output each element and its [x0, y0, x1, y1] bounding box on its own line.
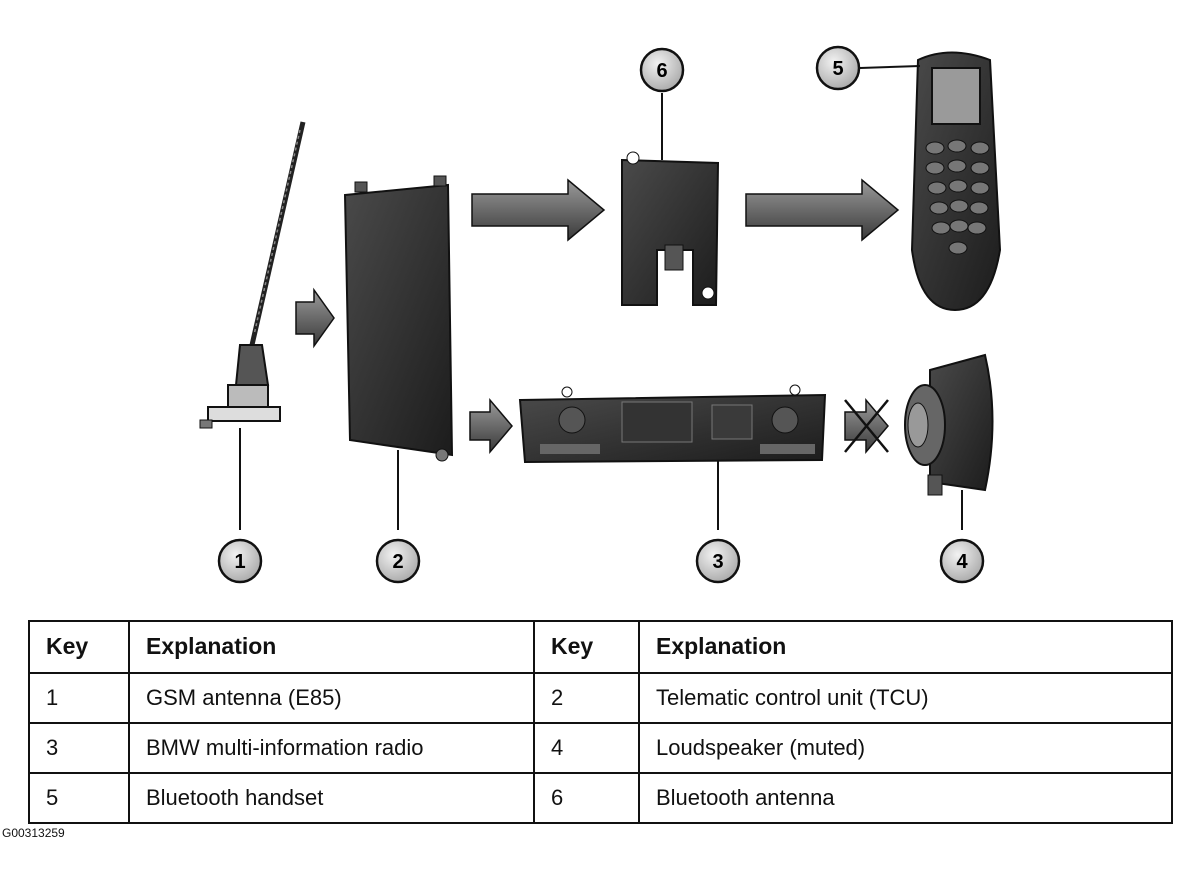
svg-text:6: 6: [656, 60, 667, 82]
header-explanation-left: Explanation: [128, 620, 535, 674]
explanation-cell: Loudspeaker (muted): [638, 721, 1173, 774]
svg-text:5: 5: [832, 58, 843, 80]
explanation-cell: GSM antenna (E85): [128, 671, 535, 724]
header-key-right: Key: [533, 620, 640, 674]
explanation-cell: BMW multi-information radio: [128, 721, 535, 774]
key-cell: 1: [28, 671, 130, 724]
bluetooth-antenna-illustration: [621, 93, 720, 306]
table-row: 1 GSM antenna (E85) 2 Telematic control …: [28, 671, 1173, 724]
arrow-tcu-to-bt-antenna: [471, 178, 606, 242]
header-key-left: Key: [28, 620, 130, 674]
table-row: 3 BMW multi-information radio 4 Loudspea…: [28, 721, 1173, 774]
key-cell: 4: [533, 721, 640, 774]
table-row: 5 Bluetooth handset 6 Bluetooth antenna: [28, 771, 1173, 825]
explanation-cell: Telematic control unit (TCU): [638, 671, 1173, 724]
key-cell: 2: [533, 671, 640, 724]
callout-1: 1: [217, 538, 263, 584]
svg-text:2: 2: [392, 551, 403, 573]
key-cell: 5: [28, 771, 130, 825]
table-header-row: Key Explanation Key Explanation: [28, 620, 1173, 674]
arrow-antenna-to-tcu: [295, 287, 335, 349]
callout-6: 6: [639, 47, 685, 93]
callout-3: 3: [695, 538, 741, 584]
svg-text:3: 3: [712, 551, 723, 573]
key-table: Key Explanation Key Explanation 1 GSM an…: [28, 620, 1173, 825]
callout-2: 2: [375, 538, 421, 584]
signal-arrows: [295, 178, 900, 455]
arrow-bt-antenna-to-handset: [745, 178, 900, 242]
key-cell: 3: [28, 721, 130, 774]
svg-text:1: 1: [234, 551, 245, 573]
svg-text:4: 4: [956, 551, 968, 573]
muted-cross-icon: [844, 399, 889, 453]
key-cell: 6: [533, 771, 640, 825]
telematic-control-unit-illustration: [343, 175, 454, 530]
loudspeaker-illustration: [904, 353, 994, 530]
multi-information-radio-illustration: [518, 384, 827, 530]
explanation-cell: Bluetooth antenna: [638, 771, 1173, 825]
callout-5: 5: [815, 45, 861, 91]
gsm-antenna-illustration: [199, 121, 306, 530]
callout-4: 4: [939, 538, 985, 584]
component-diagram: 1 2 3 4 5 6: [199, 45, 1002, 584]
explanation-cell: Bluetooth handset: [128, 771, 535, 825]
arrow-tcu-to-radio: [469, 397, 513, 455]
figure-code: G00313259: [2, 826, 65, 840]
bluetooth-handset-illustration: [859, 51, 1002, 312]
header-explanation-right: Explanation: [638, 620, 1173, 674]
